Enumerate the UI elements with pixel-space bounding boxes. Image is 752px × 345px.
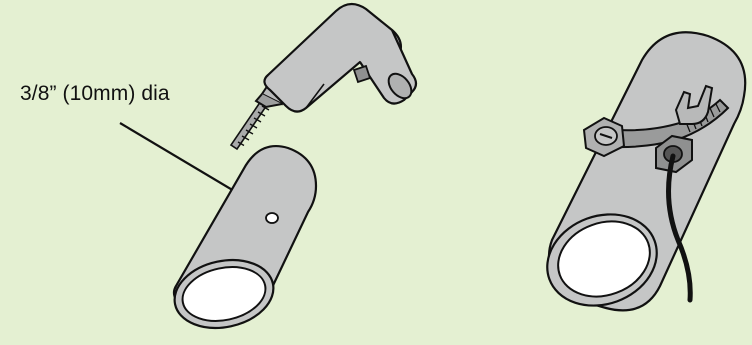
drilled-hole — [265, 212, 279, 224]
clamp-screw — [582, 116, 626, 158]
drilled-pipe — [172, 144, 318, 330]
clamped-pipe — [546, 31, 747, 312]
hole-diameter-label: 3/8” (10mm) dia — [20, 82, 170, 105]
right-angle-drill — [229, 2, 418, 151]
drill-motor-end — [352, 29, 418, 105]
sensor-cable — [666, 153, 693, 303]
